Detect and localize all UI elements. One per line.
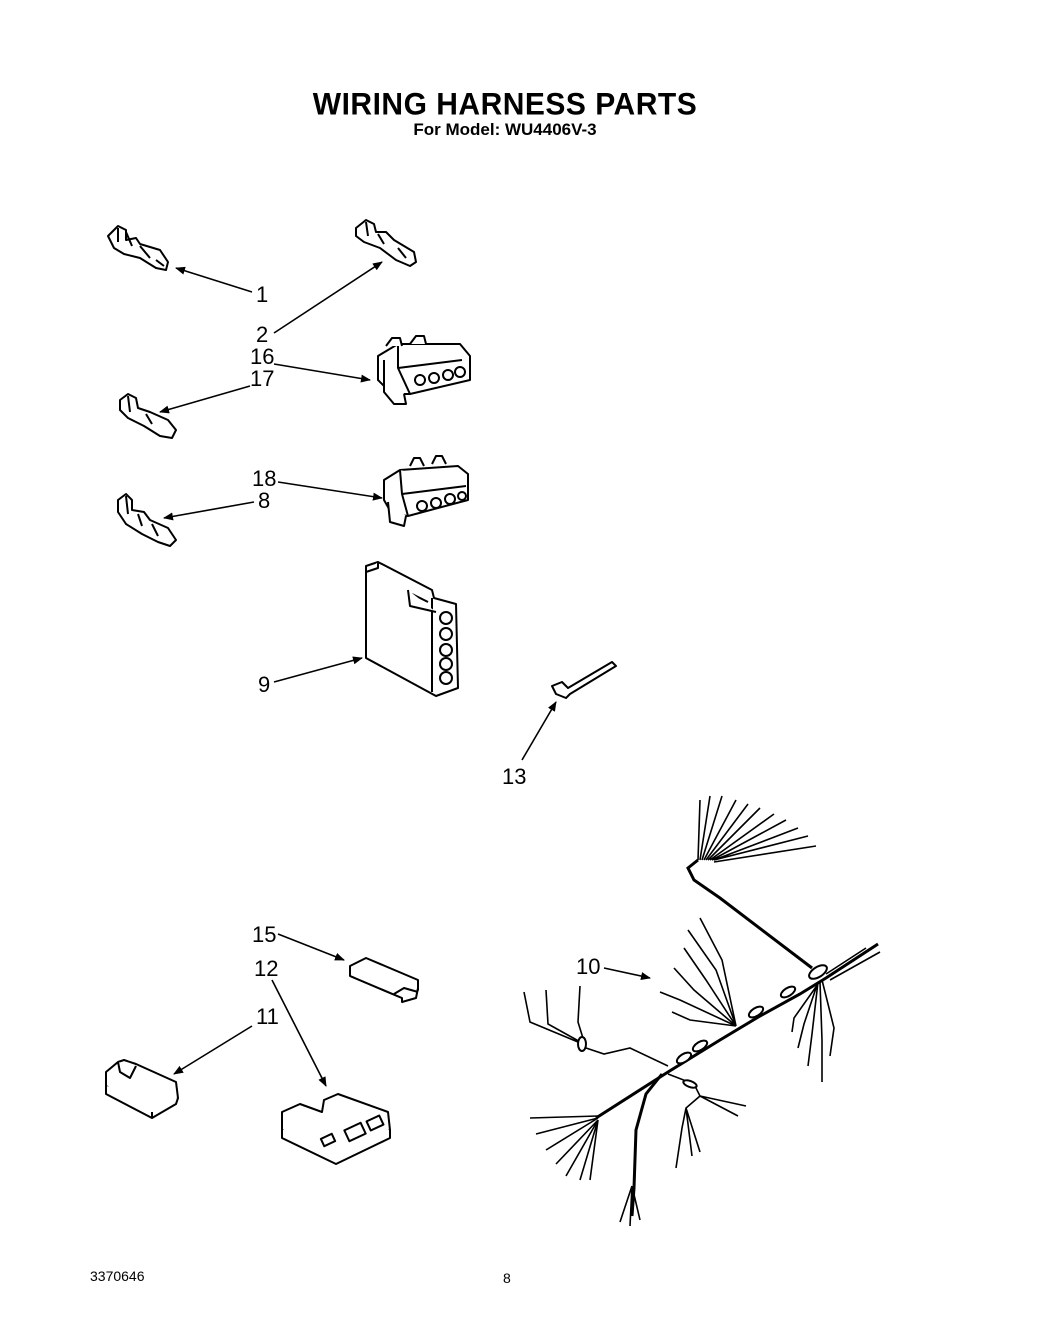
terminal-part-17 [119,393,177,439]
callout-11: 11 [256,1004,279,1029]
clip-part-15 [349,957,419,1003]
connector-block-part-9 [365,561,459,697]
model-subtitle: For Model: WU4406V-3 [413,120,597,139]
connector-housing-part-18 [383,455,469,527]
wiring-harness-part-10 [523,795,881,1227]
cable-tie-part-13 [551,661,617,699]
connector-part-12 [281,1093,391,1165]
callout-16: 16 [250,344,274,369]
connector-housing-part-16 [377,335,471,405]
callout-18: 18 [252,466,276,491]
callout-15: 15 [252,922,276,947]
callout-8: 8 [258,488,270,513]
page-number: 8 [503,1270,511,1286]
callout-12: 12 [254,956,278,981]
callout-9: 9 [258,672,270,697]
terminal-part-2 [355,219,417,267]
callout-17: 17 [250,366,274,391]
page-title: WIRING HARNESS PARTS [312,87,698,122]
connector-part-11 [105,1059,179,1119]
callout-1: 1 [256,282,268,307]
document-number: 3370646 [90,1268,145,1284]
leader-lines [159,261,651,1087]
callout-2: 2 [256,322,268,347]
callout-10: 10 [576,954,600,979]
callout-13: 13 [502,764,526,789]
terminal-part-8 [117,493,177,547]
terminal-part-1 [107,225,169,271]
